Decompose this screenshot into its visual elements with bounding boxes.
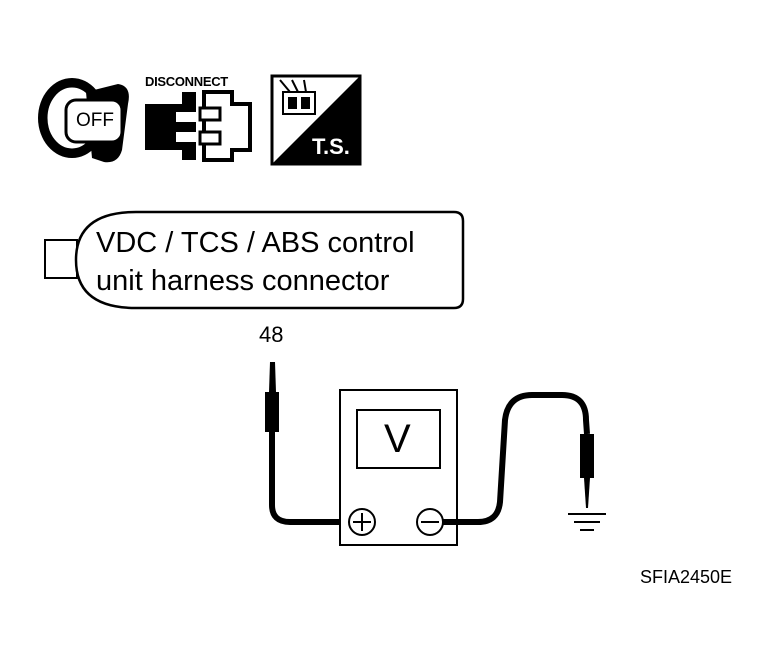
positive-probe [265,362,348,525]
ignition-off-label: OFF [76,110,114,131]
voltmeter-display: V [384,417,411,461]
ts-troubleshooting-icon [270,74,362,166]
disconnect-label: DISCONNECT [145,74,228,89]
ts-label: T.S. [312,134,350,159]
negative-terminal-icon [416,508,444,536]
positive-terminal-icon [348,508,376,536]
figure-code: SFIA2450E [640,567,733,587]
connector-label-line2: unit harness connector [96,265,390,297]
voltmeter [339,389,458,546]
ignition-off-icon [38,78,129,163]
harness-connector-callout [44,210,465,310]
terminal-number: 48 [259,322,284,347]
connector-label-line1: VDC / TCS / ABS control [96,227,415,259]
ground-icon [568,513,606,531]
disconnect-connector-icon [145,90,252,162]
negative-lead [443,392,594,525]
